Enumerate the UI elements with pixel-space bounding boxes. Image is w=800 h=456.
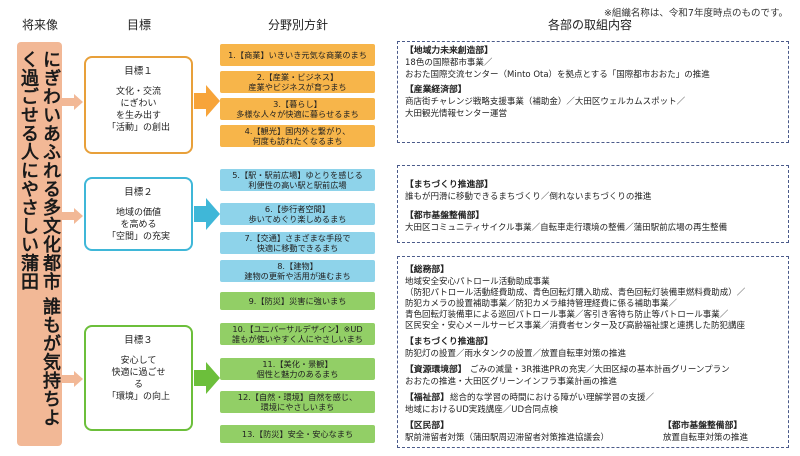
goal-2-title: 目標２ (124, 187, 153, 198)
policy-9: 9.【防災】災害に強いまち (220, 292, 375, 310)
dept-title: 【総務部】 (405, 265, 449, 275)
policy-11: 11.【美化・景観】 個性と魅力のあるまち (220, 358, 375, 380)
actions-box-2: 【まちづくり推進部】 誰もが円滑に移動できるまちづくり／倒れないまちづくりの推進… (397, 165, 789, 243)
action-text: 防犯灯の設置／雨水タンクの設置／放置自転車対策の推進 (405, 349, 627, 359)
action-text: 駅前滞留者対策（蒲田駅周辺滞留者対策推進協議会） (405, 433, 610, 443)
goal-1: 目標１ 文化・交流 にぎわい を生み出す 「活動」の創出 (84, 56, 193, 154)
goal-1-desc: 文化・交流 にぎわい を生み出す 「活動」の創出 (106, 87, 170, 133)
policy-8: 8.【建物】 建物の更新や活用が進むまち (220, 260, 375, 282)
action-text: 地域におけるUD実践講座／UD合同点検 (405, 405, 559, 415)
action-text: 青色回転灯装備車による巡回パトロール事業／客引き客待ち防止等パトロール事業／ (405, 310, 729, 320)
dept-title: 【区民部】 (405, 421, 449, 431)
goal-3-desc: 安心して 快適に過ごせ る 「環境」の向上 (106, 356, 170, 402)
header-policy: 分野別方針 (267, 18, 328, 32)
policy-2: 2.【産業・ビジネス】 産業やビジネスが育つまち (220, 71, 375, 93)
goal-3: 目標３ 安心して 快適に過ごせ る 「環境」の向上 (84, 325, 193, 431)
dept-title: 【都市基盤整備部】 (405, 211, 485, 221)
action-text: 大田観光情報センター運営 (405, 109, 508, 119)
dept-title: 【地域力未来創造部】 (405, 46, 493, 56)
action-text: 区民安全・安心メールサービス事業／消費者センター及び高齢福祉課と連携した防犯講座 (405, 321, 746, 331)
goal-3-title: 目標３ (124, 335, 153, 346)
dept-title: 【まちづくり推進部】 (405, 180, 493, 190)
dept-title: 【都市基盤整備部】 (663, 421, 743, 431)
action-text: おおた国際交流センター（Minto Ota）を拠点とする「国際都市おおた」の推進 (405, 70, 710, 80)
goal-2: 目標２ 地域の価値 を高める 「空間」の充実 (84, 177, 193, 251)
action-text: おおたの推進・大田区グリーンインフラ事業計画の推進 (405, 377, 617, 387)
action-text: （防犯パトロール活動経費助成、青色回転灯購入助成、青色回転灯装備車燃料費助成）／ (405, 288, 746, 298)
dept-title: 【産業経済部】 (405, 85, 467, 95)
policy-6: 6.【歩行者空間】 歩いてめぐり楽しめるまち (220, 203, 375, 225)
policy-10: 10.【ユニバーサルデザイン】※UD 誰もが使いやすく人にやさしいまち (220, 323, 375, 345)
dept-title: 【福祉部】 (405, 393, 449, 403)
dept-title: 【まちづくり推進部】 (405, 337, 493, 347)
goal-2-desc: 地域の価値 を高める 「空間」の充実 (106, 208, 170, 242)
dept-title: 【資源環境部】 (405, 365, 467, 375)
action-text: 総合的な学習の時間における障がい理解学習の支援／ (450, 393, 655, 403)
actions-box-3: 【総務部】 地域安全安心パトロール活動助成事業 （防犯パトロール活動経費助成、青… (397, 256, 789, 448)
policy-3: 3.【暮らし】 多様な人々が快適に暮らせるまち (220, 98, 375, 120)
vision-text: にぎわいあふれる多文化都市 誰もが気持ちよく過ごせる人にやさしい蒲田 (18, 50, 61, 427)
action-text: 放置自転車対策の推進 (663, 433, 749, 443)
header-vision: 将来像 (21, 18, 58, 32)
policy-7: 7.【交通】さまざまな手段で 快適に移動できるまち (220, 232, 375, 254)
header-goal: 目標 (126, 18, 151, 32)
action-text: ごみの減量・3R推進PRの充実／大田区緑の基本計画グリーンプラン (470, 365, 730, 375)
action-text: 大田区コミュニティサイクル事業／自転車走行環境の整備／蒲田駅前広場の再生整備 (405, 223, 728, 233)
policy-12: 12.【自然・環境】自然を感じ、 環境にやさしいまち (220, 391, 375, 413)
policy-1: 1.【商業】いきいき元気な商業のまち (220, 44, 375, 66)
header-note: ※組織名称は、令和7年度時点のものです。 (603, 8, 788, 19)
action-text: 18色の国際都市事業／ (405, 58, 493, 68)
goal-1-title: 目標１ (124, 66, 153, 77)
action-text: 誰もが円滑に移動できるまちづくり／倒れないまちづくりの推進 (405, 192, 652, 202)
actions-box-1: 【地域力未来創造部】 18色の国際都市事業／ おおた国際交流センター（Minto… (397, 41, 789, 143)
policy-5: 5.【駅・駅前広場】ゆとりを感じる 利便性の高い駅と駅前広場 (220, 169, 375, 191)
policy-4: 4.【観光】国内外と繋がり、 何度も訪れたくなるまち (220, 125, 375, 147)
action-text: 地域安全安心パトロール活動助成事業 (405, 277, 550, 287)
header-actions: 各部の取組内容 (547, 18, 632, 32)
policy-13: 13.【防災】安全・安心なまち (220, 425, 375, 443)
action-text: 防犯カメラの設置補助事業／防犯カメラ維持管理経費に係る補助事業／ (405, 299, 678, 309)
action-text: 商店街チャレンジ戦略支援事業（補助金）／大田区ウェルカムスポット／ (405, 97, 686, 107)
vision-panel: にぎわいあふれる多文化都市 誰もが気持ちよく過ごせる人にやさしい蒲田 (17, 42, 62, 446)
